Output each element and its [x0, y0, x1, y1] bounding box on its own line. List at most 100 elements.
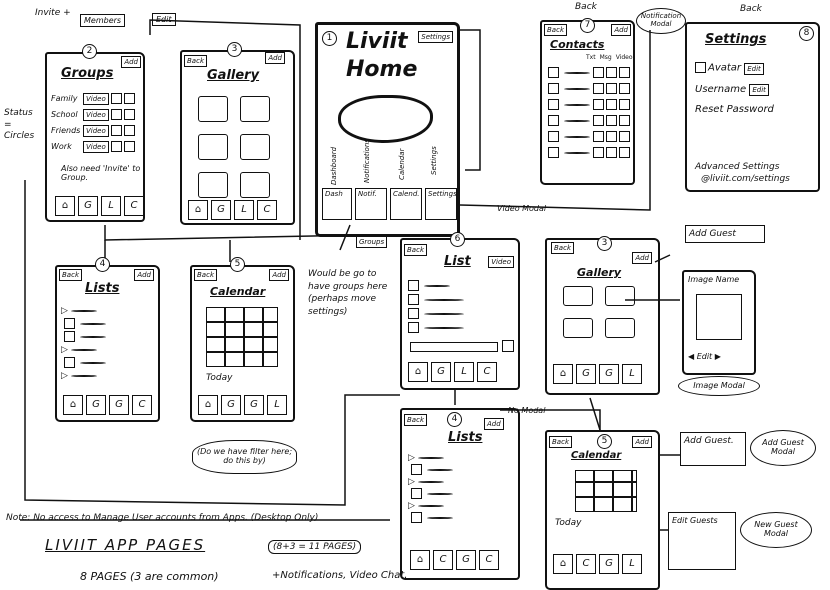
image-thumbnail[interactable] [605, 318, 635, 338]
add-button[interactable]: Add [134, 269, 154, 281]
image-thumbnail[interactable] [240, 172, 270, 198]
nav-item[interactable]: C [257, 200, 277, 220]
nav-item[interactable]: C [576, 554, 596, 574]
nav-item[interactable]: G [244, 395, 264, 415]
message-icon[interactable] [111, 93, 123, 104]
home-icon[interactable]: ⌂ [188, 200, 208, 220]
nav-item[interactable]: C [124, 196, 144, 216]
nav-item[interactable]: G [86, 395, 106, 415]
back-button[interactable]: Back [551, 242, 574, 254]
checkbox[interactable] [408, 322, 419, 333]
advanced-settings-url[interactable]: @liviit.com/settings [701, 174, 790, 184]
message-icon[interactable] [111, 141, 123, 152]
back-button[interactable]: Back [544, 24, 567, 36]
nav-item[interactable]: G [599, 364, 619, 384]
nav-item[interactable]: G [109, 395, 129, 415]
back-button[interactable]: Back [59, 269, 82, 281]
video-button[interactable]: Video [83, 93, 109, 105]
add-button[interactable]: Add [632, 436, 652, 448]
home-icon[interactable]: ⌂ [198, 395, 218, 415]
nav-item[interactable]: G [211, 200, 231, 220]
notifications-button[interactable]: Notif. [355, 188, 387, 220]
add-button[interactable]: Add [484, 418, 504, 430]
home-icon[interactable]: ⌂ [410, 550, 430, 570]
reset-password-link[interactable]: Reset Password [695, 104, 774, 115]
nav-item[interactable]: G [456, 550, 476, 570]
contact-row[interactable] [548, 131, 632, 142]
groups-button[interactable]: Groups [356, 236, 388, 248]
home-icon[interactable]: ⌂ [63, 395, 83, 415]
video-button[interactable]: Video [83, 125, 109, 137]
back-button[interactable]: Back [549, 436, 572, 448]
contact-icon[interactable] [124, 109, 136, 120]
add-button[interactable]: Add [121, 56, 141, 68]
settings-button[interactable]: Settings [418, 31, 453, 43]
image-thumbnail[interactable] [563, 286, 593, 306]
edit-avatar-button[interactable]: Edit [744, 62, 764, 75]
checkbox[interactable] [408, 308, 419, 319]
nav-item[interactable]: C [477, 362, 497, 382]
image-thumbnail[interactable] [198, 96, 228, 122]
video-button[interactable]: Video [488, 256, 514, 268]
image-thumbnail[interactable] [240, 96, 270, 122]
back-button[interactable]: Back [404, 414, 427, 426]
checkbox[interactable] [408, 294, 419, 305]
home-icon[interactable]: ⌂ [553, 554, 573, 574]
nav-item[interactable]: G [599, 554, 619, 574]
checkbox[interactable] [408, 280, 419, 291]
home-icon[interactable]: ⌂ [553, 364, 573, 384]
add-button[interactable]: Add [269, 269, 289, 281]
add-button[interactable]: Add [611, 24, 631, 36]
nav-item[interactable]: L [622, 554, 642, 574]
nav-item[interactable]: G [576, 364, 596, 384]
edit-username-button[interactable]: Edit [749, 84, 769, 96]
prev-icon[interactable]: ◀ [688, 352, 695, 361]
image-thumbnail[interactable] [605, 286, 635, 306]
image-thumbnail[interactable] [240, 134, 270, 160]
settings-button-bottom[interactable]: Settings [425, 188, 457, 220]
next-icon[interactable]: ▶ [714, 352, 721, 361]
contact-row[interactable] [548, 67, 632, 78]
nav-item[interactable]: G [431, 362, 451, 382]
contact-icon[interactable] [124, 141, 136, 152]
nav-item[interactable]: L [454, 362, 474, 382]
dashboard-button[interactable]: Dash [322, 188, 352, 220]
nav-item[interactable]: L [267, 395, 287, 415]
nav-item[interactable]: G [78, 196, 98, 216]
calendar-button[interactable]: Calend. [390, 188, 422, 220]
nav-item[interactable]: L [622, 364, 642, 384]
calendar-grid[interactable] [575, 470, 637, 512]
back-button[interactable]: Back [194, 269, 217, 281]
nav-item[interactable]: L [101, 196, 121, 216]
image-thumbnail[interactable] [563, 318, 593, 338]
back-button[interactable]: Back [404, 244, 427, 256]
add-button[interactable]: Add [265, 52, 285, 64]
new-item-input[interactable] [410, 342, 498, 352]
nav-item[interactable]: C [132, 395, 152, 415]
image-thumbnail[interactable] [198, 134, 228, 160]
video-button[interactable]: Video [83, 109, 109, 121]
image-thumbnail[interactable] [198, 172, 228, 198]
back-button[interactable]: Back [184, 55, 207, 67]
calendar-grid[interactable] [206, 307, 278, 367]
contact-row[interactable] [548, 99, 632, 110]
advanced-settings[interactable]: Advanced Settings [695, 162, 780, 172]
video-button[interactable]: Video [83, 141, 109, 153]
contact-row[interactable] [548, 83, 632, 94]
contact-row[interactable] [548, 115, 632, 126]
edit-link[interactable]: Edit [696, 352, 713, 361]
home-icon[interactable]: ⌂ [408, 362, 428, 382]
contact-icon[interactable] [124, 125, 136, 136]
nav-item[interactable]: C [479, 550, 499, 570]
message-icon[interactable] [111, 109, 123, 120]
add-button[interactable]: Add [632, 252, 652, 264]
nav-item[interactable]: L [234, 200, 254, 220]
home-icon[interactable]: ⌂ [55, 196, 75, 216]
add-item-button[interactable] [502, 340, 514, 352]
contact-row[interactable] [548, 147, 632, 158]
message-icon[interactable] [111, 125, 123, 136]
